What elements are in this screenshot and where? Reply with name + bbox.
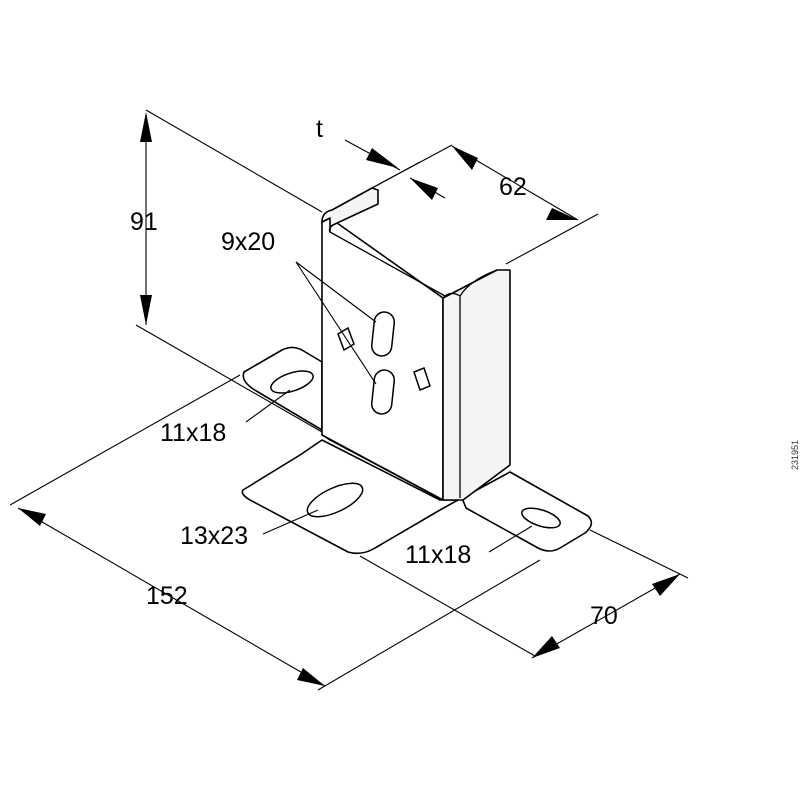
left-tab-hole-label: 11x18 bbox=[160, 419, 226, 447]
channel-slots-label: 9x20 bbox=[221, 228, 275, 256]
slot-leader-upper bbox=[295, 261, 377, 323]
depth-ext-front bbox=[359, 555, 536, 657]
width-arrow-right bbox=[546, 208, 578, 220]
channel-inner-fold bbox=[321, 231, 446, 501]
left-tab-hole bbox=[270, 370, 314, 394]
depth-label: 70 bbox=[590, 602, 618, 630]
front-plate-hole-label: 13x23 bbox=[180, 522, 248, 550]
front-plate-leader bbox=[262, 509, 319, 535]
hole-labels: 9x20 11x18 13x23 11x18 bbox=[160, 228, 471, 569]
width-label: 62 bbox=[499, 173, 527, 201]
height-ext-bottom bbox=[135, 324, 323, 433]
depth-ext-back bbox=[589, 529, 689, 579]
drawing-code: 231951 bbox=[790, 440, 800, 470]
dimension-labels: 91 t 62 152 70 bbox=[130, 115, 618, 630]
width-ext-right bbox=[505, 213, 599, 265]
length-ext-right bbox=[317, 559, 541, 691]
channel-right-wall bbox=[442, 269, 511, 501]
width-ext-left bbox=[371, 144, 453, 189]
thickness-label: t bbox=[316, 115, 323, 143]
channel-left-flange bbox=[321, 187, 379, 233]
height-arrow-bottom bbox=[140, 295, 152, 325]
right-tab-hole-label: 11x18 bbox=[405, 541, 471, 569]
thickness-arrow-bottom bbox=[410, 178, 438, 200]
height-label: 91 bbox=[130, 208, 158, 236]
length-arrow-right bbox=[297, 668, 325, 686]
height-ext-top bbox=[145, 109, 323, 213]
right-tab-leader bbox=[488, 525, 533, 553]
length-arrow-left bbox=[18, 508, 46, 526]
small-square-hole-right bbox=[413, 367, 431, 391]
thickness-arrow-top bbox=[366, 148, 398, 168]
length-dim-line bbox=[17, 507, 326, 687]
right-tab-hole bbox=[521, 507, 561, 529]
length-ext-left bbox=[9, 374, 241, 506]
depth-arrow-front bbox=[532, 636, 560, 658]
slot-leader-lower bbox=[295, 261, 377, 385]
depth-arrow-back bbox=[652, 574, 680, 596]
length-label: 152 bbox=[146, 582, 188, 610]
channel-slot-lower bbox=[370, 369, 396, 415]
channel-right-wall-edge bbox=[442, 269, 498, 498]
front-plate-hole bbox=[306, 482, 364, 518]
height-arrow-top bbox=[140, 112, 152, 142]
channel-slot-upper bbox=[370, 311, 396, 357]
bracket-part bbox=[241, 187, 593, 555]
dimension-lines bbox=[9, 109, 689, 691]
width-arrow-left bbox=[452, 146, 478, 170]
left-tab-leader bbox=[245, 389, 291, 423]
